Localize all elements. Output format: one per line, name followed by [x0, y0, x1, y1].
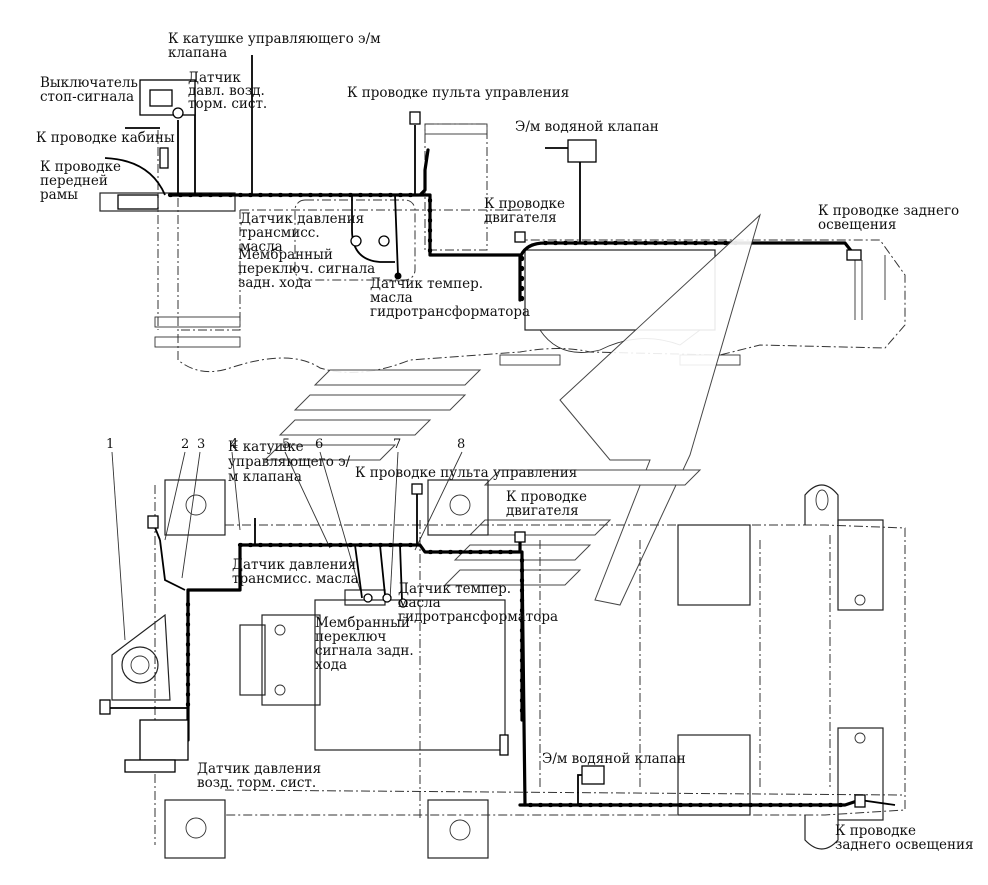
position-number-6: 6: [315, 437, 324, 452]
transmission-block: [314, 599, 506, 751]
label-control-panel-top: К проводке пульта управления: [347, 85, 570, 101]
label-brake-air-sensor-bottom: Датчик давления возд. торм. сист.: [197, 761, 322, 791]
label-engine-wiring-top: К проводке двигателя: [484, 196, 565, 226]
label-rear-lighting-top: К проводке заднего освещения: [818, 203, 960, 233]
transmission-housing: [294, 199, 416, 281]
rear-hitch-top: [804, 484, 839, 525]
front-frame-plate: [99, 192, 236, 212]
bottom-view-drawing: [99, 451, 906, 859]
position-number-8: 8: [457, 437, 466, 452]
pivot-bracket: [111, 613, 171, 701]
label-solenoid-coil-top: К катушке управляющего э/м клапана: [168, 31, 381, 61]
label-trans-oil-sensor-top: Датчик давления трансмисс. масла: [240, 211, 365, 255]
label-converter-temp-bottom: Датчик темпер. масла гидротрансформатора: [398, 581, 559, 625]
label-cab-wiring: К проводке кабины: [36, 130, 175, 146]
bottom-frame-outline: [154, 485, 906, 845]
label-reverse-switch-bottom: Мембранный переключ сигнала задн. хода: [315, 615, 414, 673]
water-valve-body: [567, 139, 597, 163]
label-control-panel-bottom: К проводке пульта управления: [355, 465, 578, 481]
label-engine-wiring-bottom: К проводке двигателя: [506, 489, 587, 519]
position-number-7: 7: [393, 437, 402, 452]
label-brake-air-sensor-top: Датчик давл. возд. торм. сист.: [188, 70, 268, 112]
bottom-water-valve-body: [581, 765, 605, 785]
label-front-frame-wiring: К проводке передней рамы: [40, 159, 121, 203]
front-left-plate: [164, 479, 226, 536]
label-water-valve-bottom: Э/м водяной клапан: [542, 751, 686, 767]
label-solenoid-coil-bottom: К катушке управляющего э/м клапана: [228, 439, 351, 485]
position-number-5: 5: [282, 437, 291, 452]
position-number-1: 1: [106, 437, 115, 452]
brake-pressure-sensor-body: [139, 719, 189, 761]
rear-hitch-bottom: [804, 815, 839, 850]
hydraulic-tank: [424, 123, 488, 251]
label-trans-oil-sensor-bottom: Датчик давления трансмисс. масла: [232, 557, 359, 587]
top-main-harness: [168, 148, 854, 302]
watermark-logo: [263, 213, 761, 606]
position-number-3: 3: [197, 437, 206, 452]
label-converter-temp-top: Датчик темпер. масла гидротрансформатора: [370, 276, 531, 320]
position-number-2: 2: [181, 437, 190, 452]
position-number-4: 4: [230, 437, 239, 452]
label-reverse-switch-top: Мембранный переключ. сигнала задн. хода: [238, 247, 376, 291]
label-rear-lighting-bottom: К проводке заднего освещения: [835, 823, 974, 853]
front-bottom-plate: [164, 799, 226, 859]
label-brake-light-switch: Выключатель стоп-сигнала: [40, 75, 138, 105]
label-water-valve-top: Э/м водяной клапан: [515, 119, 659, 135]
